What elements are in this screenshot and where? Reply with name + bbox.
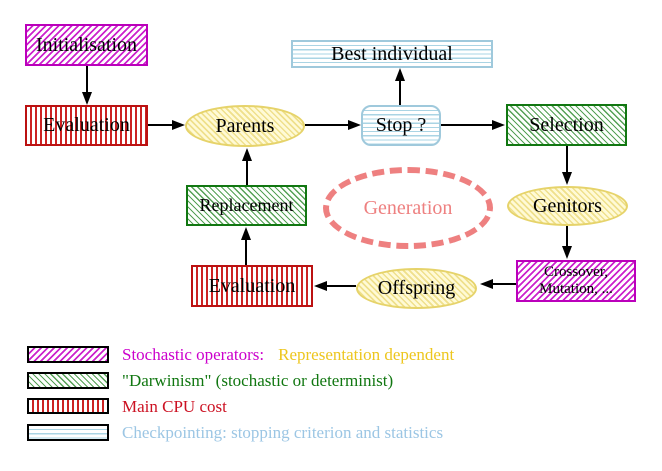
arrow-stop-selection-head	[492, 120, 505, 130]
arrow-parents-stop-head	[348, 120, 361, 130]
node-evaluation-top: Evaluation	[25, 105, 148, 146]
node-offspring: Offspring	[356, 268, 477, 309]
node-stop: Stop ?	[361, 105, 441, 146]
node-crossover-mutation: Crossover, Mutation, ...	[516, 260, 636, 302]
arrow-stop-best-line	[399, 80, 401, 105]
arrow-initialisation-evaluation-head	[82, 92, 92, 105]
legend-swatch-stochastic	[27, 346, 109, 363]
node-initialisation-label: Initialisation	[35, 33, 138, 56]
legend-row-stochastic: Stochastic operators: Representation depe…	[122, 344, 454, 366]
arrow-genitors-crossover-line	[566, 226, 568, 246]
legend-cpu-label: Main CPU cost	[122, 397, 227, 416]
node-evaluation-bottom-label: Evaluation	[208, 274, 296, 297]
arrow-parents-stop-line	[305, 124, 348, 126]
legend-swatch-checkpointing	[27, 424, 109, 441]
arrow-offspring-evaluation-head	[314, 281, 327, 291]
node-best-individual: Best individual	[291, 40, 493, 68]
legend-swatch-cpu	[27, 398, 109, 414]
arrow-replacement-parents-head	[242, 148, 252, 161]
node-replacement-label: Replacement	[199, 195, 294, 215]
arrow-crossover-offspring-head	[480, 279, 493, 289]
node-parents: Parents	[185, 105, 305, 147]
arrow-stop-selection-line	[441, 124, 492, 126]
arrow-evaluation-parents-line	[148, 124, 172, 126]
arrow-crossover-offspring-line	[493, 283, 516, 285]
arrow-offspring-evaluation-line	[327, 285, 356, 287]
node-selection: Selection	[506, 104, 627, 146]
arrow-initialisation-evaluation-line	[86, 66, 88, 92]
node-parents-label: Parents	[215, 114, 275, 137]
node-genitors-label: Genitors	[533, 194, 602, 217]
legend-stochastic-extra: Representation dependent	[278, 345, 455, 364]
node-offspring-label: Offspring	[377, 277, 456, 299]
node-crossover-label: Crossover,	[544, 264, 608, 280]
legend-checkpointing-label: Checkpointing: stopping criterion and st…	[122, 423, 444, 442]
node-genitors: Genitors	[507, 186, 628, 226]
arrow-stop-best-head	[395, 68, 405, 81]
node-evaluation-bottom: Evaluation	[191, 265, 313, 307]
node-initialisation: Initialisation	[25, 24, 148, 66]
legend-darwinism-label: "Darwinism" (stochastic or determinist)	[122, 371, 394, 390]
generation-label: Generation	[363, 196, 453, 219]
node-best-individual-label: Best individual	[331, 42, 453, 65]
generation-loop-ellipse: Generation	[323, 167, 493, 249]
node-selection-label: Selection	[529, 113, 604, 136]
arrow-genitors-crossover-head	[562, 246, 572, 259]
arrow-selection-genitors-head	[562, 172, 572, 185]
node-stop-label: Stop ?	[375, 114, 427, 136]
arrow-selection-genitors-line	[566, 146, 568, 172]
arrow-evaluation-replacement-head	[241, 227, 251, 240]
arrow-evaluation-replacement-line	[245, 240, 247, 265]
arrow-replacement-parents-line	[246, 161, 248, 185]
node-mutation-label: Mutation, ...	[539, 281, 613, 297]
legend-swatch-darwinism	[27, 372, 109, 389]
node-replacement: Replacement	[186, 185, 307, 226]
legend-stochastic-label: Stochastic operators:	[122, 345, 265, 364]
arrow-evaluation-parents-head	[172, 120, 185, 130]
node-evaluation-top-label: Evaluation	[43, 114, 130, 136]
